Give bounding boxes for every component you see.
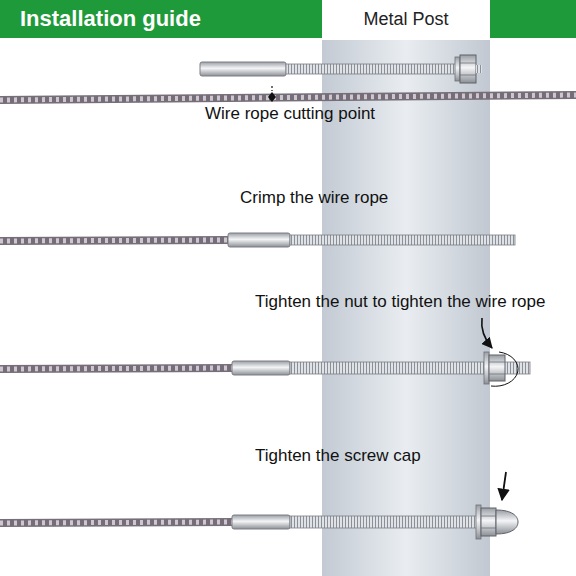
title-band: [0, 0, 322, 38]
title-text: Installation guide: [20, 6, 201, 32]
post-header: [322, 0, 490, 40]
rope: [0, 240, 230, 241]
tensioner: [228, 233, 515, 247]
tensioner: [232, 352, 530, 384]
step-label: Crimp the wire rope: [240, 188, 388, 208]
rope: [0, 368, 234, 369]
pointer-arrow: [502, 472, 506, 500]
cut-mark: [268, 92, 276, 102]
step-label: Tighten the screw cap: [255, 446, 421, 466]
rope: [0, 522, 234, 523]
pointer-arrow: [482, 318, 492, 348]
metal-post: [322, 0, 490, 576]
step-label: Tighten the nut to tighten the wire rope: [255, 292, 545, 312]
turn-arrow: [491, 352, 518, 386]
tensioner: [232, 505, 518, 539]
leader-line: [271, 86, 272, 91]
post-name: Metal Post: [363, 9, 448, 30]
rope: [0, 95, 576, 100]
step-label: Wire rope cutting point: [205, 104, 375, 124]
title-band: [490, 0, 576, 38]
tensioner: [200, 55, 482, 83]
